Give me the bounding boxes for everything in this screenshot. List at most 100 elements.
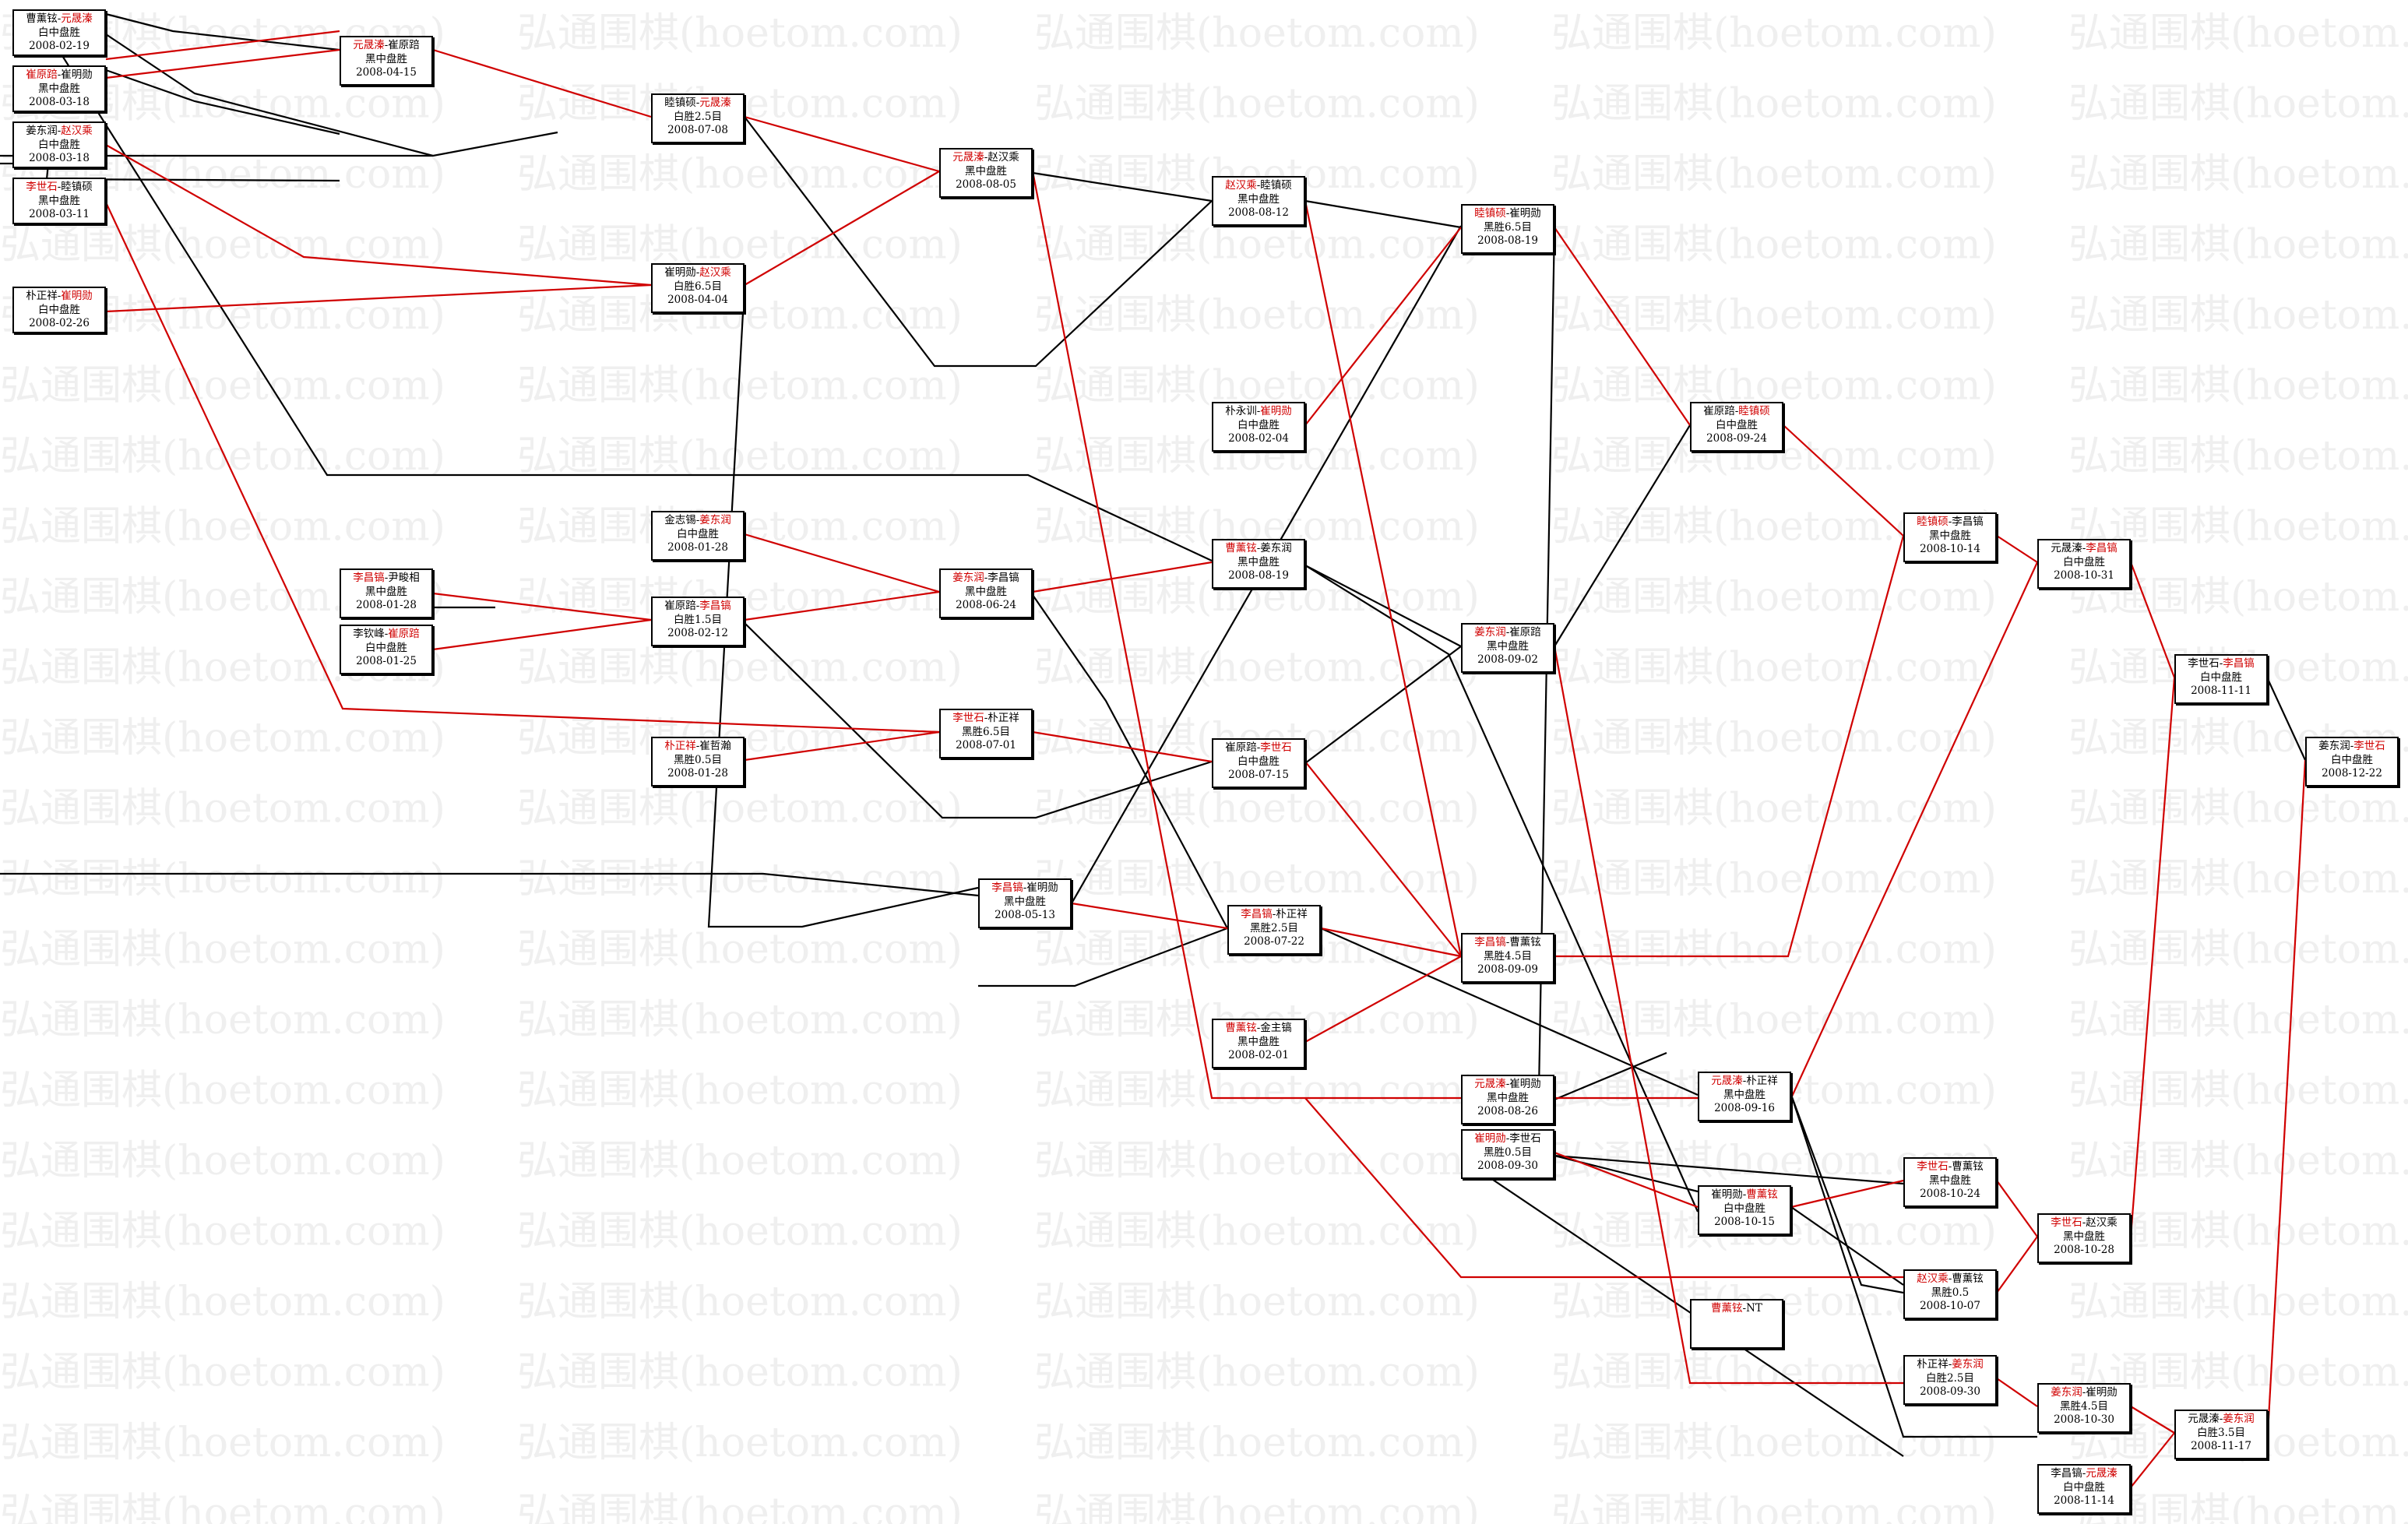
- game-date: 2008-01-28: [356, 599, 417, 611]
- matchup-separator: -: [384, 572, 389, 584]
- winner-name: 李昌镐: [2086, 542, 2118, 554]
- matchup-separator: -: [695, 600, 700, 612]
- winner-name: 元晟溱: [952, 151, 984, 164]
- player-name: 金主镐: [1260, 1022, 1292, 1034]
- winner-name: 曹薰铉: [1711, 1302, 1743, 1315]
- game-date: 2008-12-22: [2322, 767, 2382, 780]
- game-date: 2008-05-13: [995, 909, 1055, 921]
- matchup-line: 崔明勋-曹薰铉: [1699, 1188, 1790, 1202]
- player-name: 崔明勋: [664, 266, 696, 279]
- game-date: 2008-10-31: [2054, 569, 2114, 582]
- matchup-separator: -: [2350, 740, 2354, 752]
- matchup-separator: -: [1256, 1022, 1261, 1034]
- matchup-separator: -: [984, 712, 988, 724]
- game-result: 白中盘胜: [2331, 753, 2373, 766]
- game-date: 2008-11-14: [2054, 1494, 2114, 1507]
- winner-connector-line: [1554, 535, 1905, 958]
- matchup-line: 元晟溱-赵汉乘: [941, 151, 1031, 165]
- game-date: 2008-06-24: [956, 599, 1016, 611]
- matchup-line: 赵汉乘-睦镇硕: [1213, 179, 1304, 193]
- game-result: 黑中盘胜: [1237, 1035, 1280, 1048]
- loser-connector-line: [2267, 678, 2306, 761]
- matchup-separator: -: [984, 151, 988, 164]
- winner-connector-line: [1790, 1179, 1904, 1209]
- player-name: 赵汉乘: [987, 151, 1019, 164]
- loser-connector-line: [1554, 1154, 1904, 1185]
- game-result: 白中盘胜: [1716, 418, 1758, 431]
- game-result: 黑中盘胜: [365, 52, 407, 65]
- game-result: 黑胜0.5目: [674, 753, 722, 766]
- winner-name: 李世石: [1260, 741, 1292, 754]
- matchup-separator: -: [1948, 1358, 1952, 1371]
- winner-name: 赵汉乘: [1917, 1272, 1949, 1285]
- matchup-separator: -: [1505, 207, 1510, 220]
- game-box: 曹薰铉-NT: [1690, 1299, 1783, 1349]
- player-name: 元晟溱: [2051, 542, 2082, 554]
- game-date: 2008-11-17: [2191, 1440, 2251, 1452]
- matchup-line: 睦镇硕-崔明勋: [1463, 207, 1553, 221]
- winner-connector-line: [1790, 561, 2038, 1099]
- player-name: 崔明勋: [61, 69, 93, 81]
- winner-name: 曹薰铉: [1746, 1188, 1778, 1201]
- matchup-separator: -: [2082, 542, 2086, 554]
- matchup-line: 元晟溱-崔明勋: [1463, 1078, 1553, 1092]
- matchup-line: 姜东润-崔原踣: [1463, 626, 1553, 640]
- matchup-separator: -: [1742, 1188, 1747, 1201]
- game-date: 2008-10-24: [1920, 1188, 1980, 1200]
- loser-connector-line: [1304, 565, 1699, 1213]
- loser-connector-line: [100, 30, 434, 157]
- player-name: 崔哲瀚: [699, 740, 731, 752]
- player-name: 李钦峰: [353, 628, 385, 640]
- player-name: 尹畯相: [388, 572, 420, 584]
- loser-connector-line: [1790, 1094, 2037, 1438]
- matchup-separator: -: [695, 514, 700, 526]
- matchup-separator: -: [1505, 1078, 1510, 1090]
- game-date: 2008-11-11: [2191, 685, 2251, 697]
- matchup-separator: -: [1272, 908, 1276, 920]
- matchup-separator: -: [1948, 1272, 1952, 1285]
- winner-connector-line: [744, 115, 940, 173]
- matchup-line: 朴永训-崔明勋: [1213, 405, 1304, 419]
- matchup-line: 李世石-睦镇硕: [14, 181, 104, 195]
- matchup-line: 崔原踣-李昌镐: [653, 600, 743, 614]
- winner-connector-line: [1032, 730, 1213, 763]
- winner-name: 崔明勋: [1260, 405, 1292, 417]
- game-date: 2008-09-16: [1714, 1102, 1775, 1114]
- winner-name: 朴正祥: [664, 740, 696, 752]
- winner-connector-line: [744, 730, 940, 762]
- winner-name: 姜东润: [2223, 1413, 2255, 1425]
- winner-name: 姜东润: [2051, 1386, 2082, 1399]
- winner-name: 李世石: [1917, 1160, 1949, 1173]
- winner-connector-line: [105, 144, 652, 287]
- game-date: 2008-09-30: [1477, 1160, 1538, 1172]
- game-date: 2008-07-01: [956, 739, 1016, 751]
- player-name: 崔原踣: [664, 600, 696, 612]
- game-result: 黑中盘胜: [365, 585, 407, 598]
- matchup-separator: -: [384, 39, 389, 51]
- winner-connector-line: [744, 533, 940, 593]
- winner-connector-line: [1304, 1097, 1903, 1279]
- player-name: 曹薰铉: [1952, 1272, 1984, 1285]
- matchup-line: 崔原踣-崔明勋: [14, 69, 104, 83]
- matchup-separator: -: [2082, 1467, 2086, 1480]
- winner-connector-line: [2129, 561, 2176, 678]
- winner-name: 赵汉乘: [61, 125, 93, 137]
- game-result: 白胜1.5目: [674, 613, 722, 626]
- player-name: 崔明勋: [1711, 1188, 1743, 1201]
- matchup-line: 崔原踣-李世石: [1213, 741, 1304, 755]
- player-name: 崔明勋: [1026, 882, 1058, 894]
